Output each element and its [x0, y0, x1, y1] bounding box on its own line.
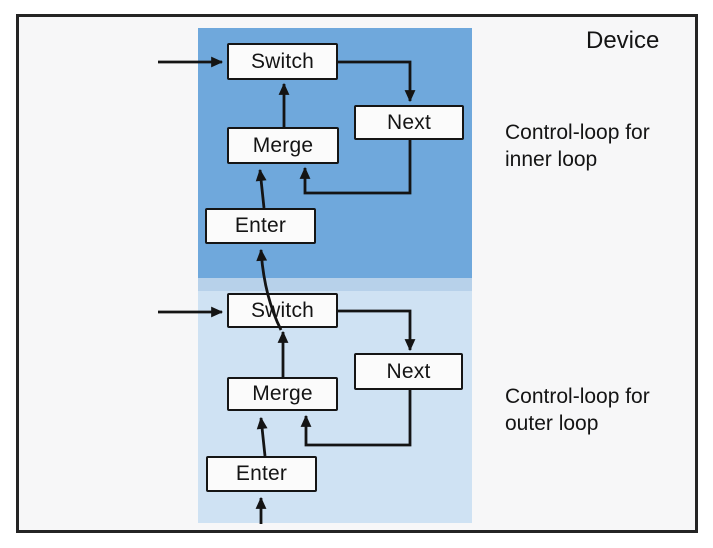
inner-loop-caption: Control-loop for inner loop: [505, 119, 650, 173]
outer-enter-node: Enter: [206, 456, 317, 492]
inner-switch-node: Switch: [227, 43, 338, 80]
outer-loop-caption: Control-loop for outer loop: [505, 383, 650, 437]
panel-boundary-band: [198, 278, 472, 291]
device-label: Device: [586, 27, 660, 54]
outer-next-node: Next: [354, 353, 463, 390]
outer-switch-node: Switch: [227, 293, 338, 328]
outer-merge-node: Merge: [227, 377, 338, 411]
inner-merge-node: Merge: [227, 127, 339, 164]
inner-loop-caption-line2: inner loop: [505, 148, 598, 171]
inner-loop-caption-line1: Control-loop for: [505, 121, 650, 144]
outer-loop-caption-line2: outer loop: [505, 412, 599, 435]
inner-enter-node: Enter: [205, 208, 316, 244]
outer-loop-caption-line1: Control-loop for: [505, 385, 650, 408]
inner-next-node: Next: [354, 105, 464, 140]
